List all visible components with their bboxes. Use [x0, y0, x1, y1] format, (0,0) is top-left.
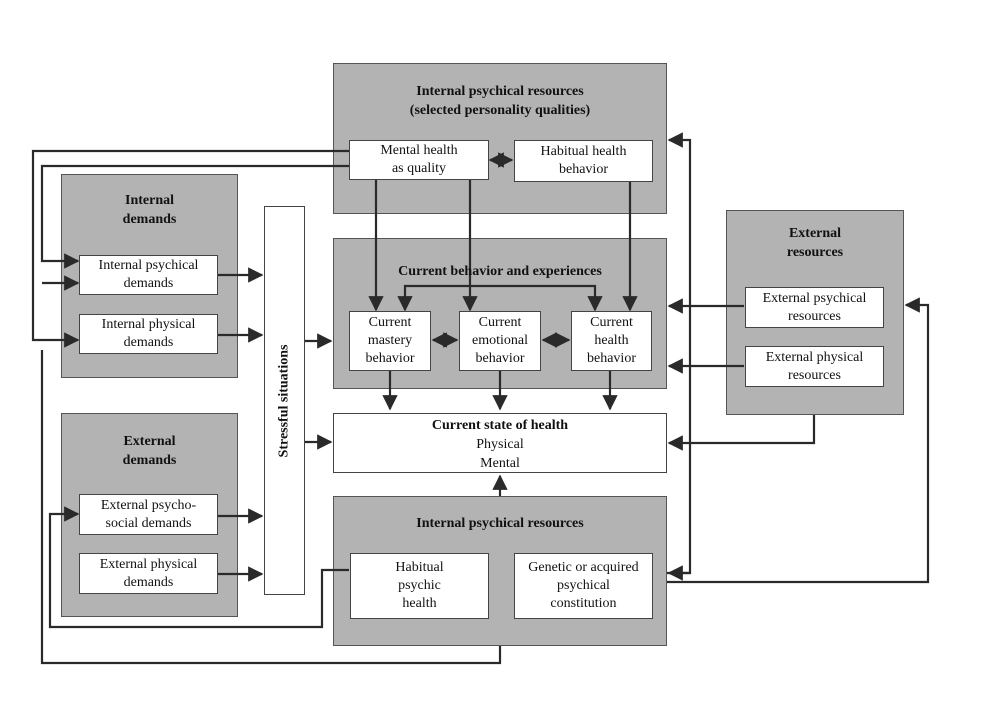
external-resources-title: External resources: [786, 226, 844, 260]
stressful-situations-label-wrap: Stressful situations: [264, 206, 305, 595]
external-psychosocial-demands-box[interactable]: External psycho- social demands: [79, 494, 218, 535]
top-resources-panel: [333, 63, 667, 214]
habitual-health-behavior-box[interactable]: Habitual health behavior: [514, 140, 653, 182]
current-emotional-box[interactable]: Current emotional behavior: [459, 311, 541, 371]
external-physical-demands-box[interactable]: External physical demands: [79, 553, 218, 594]
top-resources-title: Internal psychical resources (selected p…: [409, 84, 591, 118]
current-state-box[interactable]: Current state of health Physical Mental: [333, 413, 667, 473]
current-state-title: Current state of health: [431, 418, 569, 433]
current-health-box[interactable]: Current health behavior: [571, 311, 652, 371]
external-demands-title: External demands: [122, 434, 177, 468]
internal-physical-demands-box[interactable]: Internal physical demands: [79, 314, 218, 354]
external-physical-resources-box[interactable]: External physical resources: [745, 346, 884, 387]
stressful-situations-box[interactable]: [264, 206, 305, 595]
habitual-psychic-health-box[interactable]: Habitual psychic health: [350, 553, 489, 619]
internal-psychical-demands-box[interactable]: Internal psychical demands: [79, 255, 218, 295]
state-mental: Mental: [480, 456, 520, 471]
state-physical: Physical: [476, 437, 524, 452]
bottom-resources-title: Internal psychical resources: [416, 516, 584, 531]
internal-demands-title: Internal demands: [122, 193, 177, 227]
mental-health-quality-box[interactable]: Mental health as quality: [349, 140, 489, 180]
external-psychical-resources-box[interactable]: External psychical resources: [745, 287, 884, 328]
current-mastery-box[interactable]: Current mastery behavior: [349, 311, 431, 371]
current-behavior-title: Current behavior and experiences: [398, 264, 602, 279]
stressful-situations-label: Stressful situations: [276, 344, 292, 457]
psychical-constitution-box[interactable]: Genetic or acquired psychical constituti…: [514, 553, 653, 619]
